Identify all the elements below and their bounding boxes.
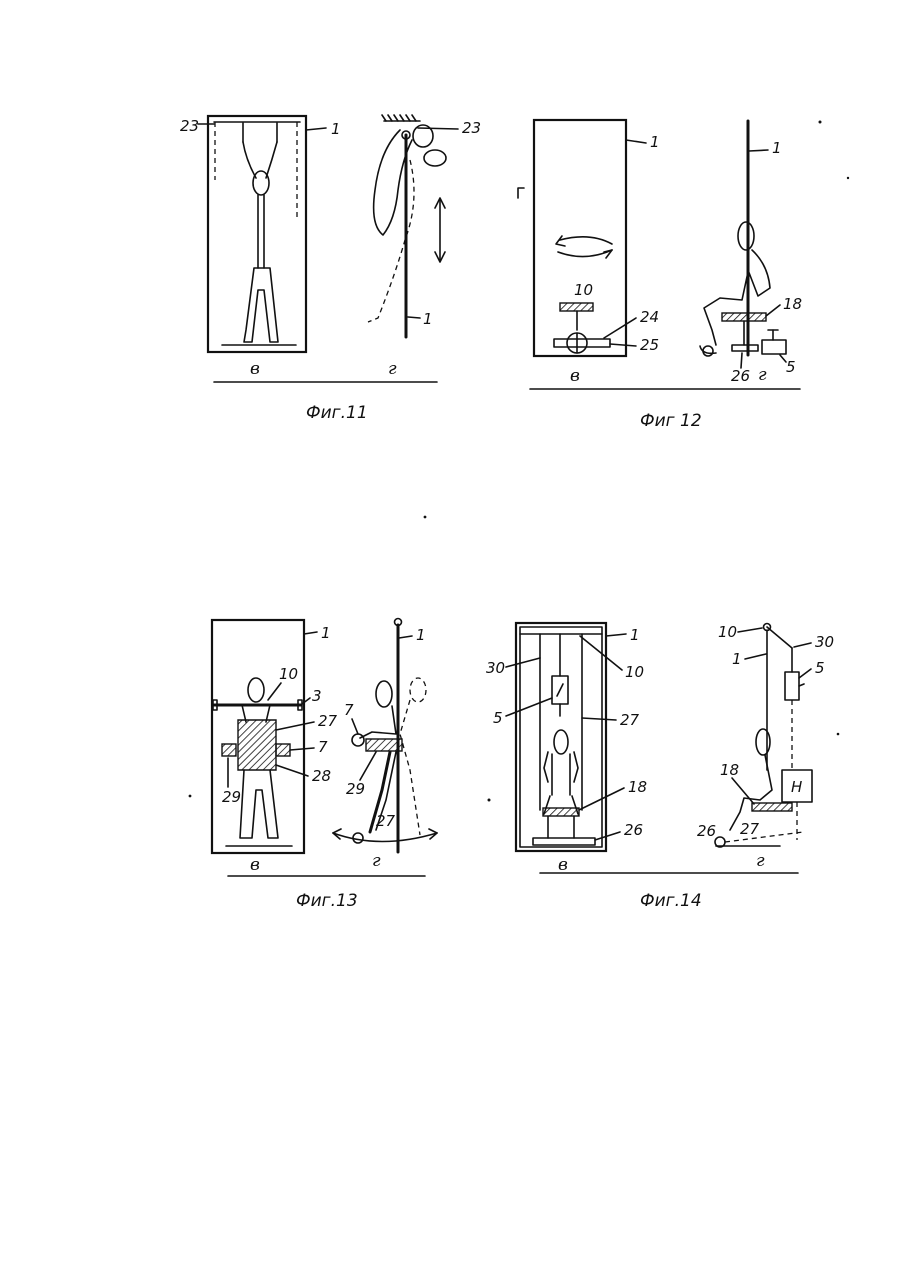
fig13-handle xyxy=(352,734,364,746)
fig13-head xyxy=(248,678,264,702)
fig11-front-view xyxy=(208,116,306,352)
fig14-view-front: в xyxy=(558,855,568,875)
fig12-label-10: 10 xyxy=(574,281,593,299)
fig14-label-18b: 18 xyxy=(720,761,739,779)
fig13-weight-left xyxy=(222,744,236,756)
figure-14: H 1 10 30 5 27 18 26 10 30 1 5 18 xyxy=(486,623,839,911)
fig12-label-24: 24 xyxy=(640,308,659,326)
fig13-view-front: в xyxy=(250,855,260,875)
fig12-corner-mark xyxy=(518,188,524,198)
fig11-side-view xyxy=(368,115,446,337)
fig11-label-23a: 23 xyxy=(180,117,199,135)
fig14-label-5a: 5 xyxy=(493,709,503,727)
fig11-label-1a: 1 xyxy=(331,120,341,138)
fig13-label-3: 3 xyxy=(312,687,322,705)
fig14-head xyxy=(756,729,770,755)
fig14-cabin-frame xyxy=(516,623,606,851)
fig14-label-27b: 27 xyxy=(740,820,760,838)
fig14-label-1b: 1 xyxy=(732,650,742,668)
fig14-label-18a: 18 xyxy=(628,778,647,796)
fig11-label-23b: 23 xyxy=(462,119,481,137)
fig12-motor xyxy=(762,340,786,354)
figure-12: 1 1 10 24 25 18 26 5 в г Фиг 12 xyxy=(518,120,849,431)
fig14-seat xyxy=(543,808,579,816)
fig12-front-view xyxy=(534,120,626,356)
fig13-vest xyxy=(238,720,276,770)
fig13-label-29b: 29 xyxy=(346,780,365,798)
scan-speck xyxy=(424,516,427,519)
fig14-base xyxy=(533,838,595,845)
fig12-label-18: 18 xyxy=(783,295,802,313)
figure-11: 23 1 23 1 в г Фиг.11 xyxy=(180,115,481,423)
fig13-label-28: 28 xyxy=(312,767,331,785)
fig14-label-26a: 26 xyxy=(624,821,643,839)
fig11-cabin-frame xyxy=(208,116,306,352)
fig14-label-10a: 10 xyxy=(625,663,644,681)
fig11-hanging-person xyxy=(243,123,278,342)
fig14-seat xyxy=(752,803,792,811)
fig13-head xyxy=(376,681,392,707)
fig12-label-26: 26 xyxy=(731,367,750,385)
fig14-side-view: H xyxy=(715,624,812,848)
fig14-label-1a: 1 xyxy=(630,626,640,644)
fig12-view-front: в xyxy=(570,366,580,386)
fig12-view-side: г xyxy=(758,365,767,385)
fig14-label-10b: 10 xyxy=(718,623,737,641)
fig13-label-7: 7 xyxy=(318,738,328,756)
fig12-base-plate xyxy=(554,339,610,347)
fig13-label-7b: 7 xyxy=(344,701,354,719)
fig14-label-26b: 26 xyxy=(697,822,716,840)
fig14-label-5b: 5 xyxy=(815,659,825,677)
fig12-rotation-arrow-top xyxy=(560,237,612,244)
fig12-label-1a: 1 xyxy=(650,133,660,151)
fig13-label-27: 27 xyxy=(318,712,338,730)
fig13-label-1b: 1 xyxy=(416,626,426,644)
fig14-label-27a: 27 xyxy=(620,711,640,729)
fig12-head xyxy=(738,222,754,250)
fig13-view-side: г xyxy=(372,851,381,871)
fig12-caption: Фиг 12 xyxy=(640,411,702,431)
fig14-label-30a: 30 xyxy=(486,659,505,677)
fig14-front-view xyxy=(516,623,606,851)
figure-13: 1 1 10 3 27 7 29 28 7 29 27 в г Фиг.13 xyxy=(189,619,437,912)
fig13-label-10: 10 xyxy=(279,665,298,683)
fig12-roller xyxy=(703,346,713,356)
fig13-label-29: 29 xyxy=(222,788,241,806)
fig11-view-side: г xyxy=(388,359,397,379)
fig12-cabin-frame xyxy=(534,120,626,356)
fig14-label-30b: 30 xyxy=(815,633,834,651)
fig13-seat xyxy=(366,739,402,751)
fig12-label-1b: 1 xyxy=(772,139,782,157)
fig13-front-view xyxy=(212,620,304,853)
fig13-label-27b: 27 xyxy=(376,812,396,830)
fig11-label-1b: 1 xyxy=(423,310,433,328)
fig12-label-5: 5 xyxy=(786,358,796,376)
fig14-h-box-label: H xyxy=(791,778,802,796)
fig14-view-side: г xyxy=(756,851,765,871)
fig11-view-front: в xyxy=(250,359,260,379)
fig13-weight-right xyxy=(276,744,290,756)
fig11-caption: Фиг.11 xyxy=(306,403,368,423)
fig12-seat xyxy=(560,303,593,311)
fig12-seat xyxy=(722,313,766,321)
fig14-counterweight xyxy=(785,672,799,700)
fig12-label-25: 25 xyxy=(640,336,659,354)
fig13-label-1a: 1 xyxy=(321,624,331,642)
fig13-caption: Фиг.13 xyxy=(296,891,358,911)
scan-speck-2 xyxy=(488,799,491,802)
fig13-swing-arc xyxy=(333,833,437,842)
fig14-caption: Фиг.14 xyxy=(640,891,702,911)
fig14-head xyxy=(554,730,568,754)
